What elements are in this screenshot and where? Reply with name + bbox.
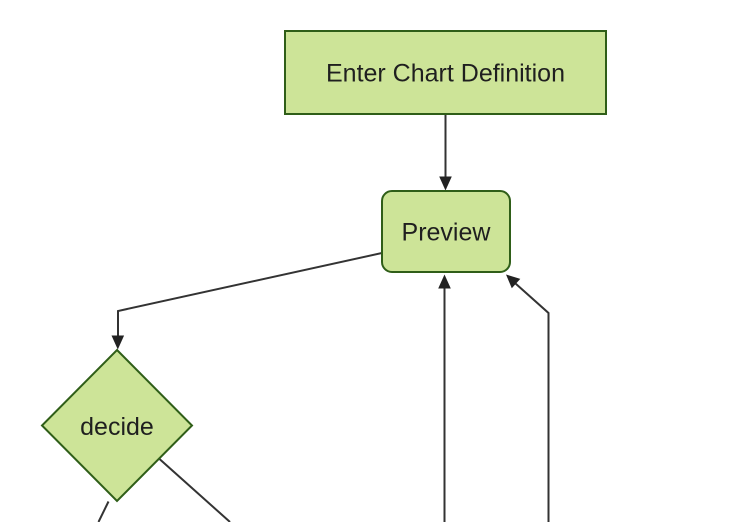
edge-offscreen-to-preview-center	[438, 274, 451, 522]
edge-line	[117, 252, 383, 337]
node-preview: Preview	[381, 190, 511, 273]
node-label: decide	[80, 413, 154, 441]
diamond-shape	[40, 348, 194, 503]
arrowhead-up-left-icon	[506, 274, 521, 289]
edge-line	[97, 501, 110, 522]
node-label: Enter Chart Definition	[326, 59, 565, 87]
node-label: Preview	[402, 218, 492, 246]
edge-line	[514, 282, 550, 522]
arrowhead-down-icon	[111, 335, 125, 350]
arrowhead-up-icon	[438, 274, 451, 289]
node-enter-chart-definition: Enter Chart Definition	[284, 30, 607, 115]
rounded-rectangle-shape	[381, 190, 511, 273]
edge-decide-offscreen-left	[97, 501, 110, 522]
node-decide: decide	[40, 348, 194, 503]
rectangle-shape	[284, 30, 607, 115]
edge-offscreen-to-preview-corner	[506, 274, 550, 522]
edge-definition-to-preview	[439, 114, 452, 191]
edge-line	[158, 458, 231, 522]
edge-decide-offscreen-right	[158, 458, 231, 522]
edge-preview-to-decide	[111, 252, 383, 350]
arrowhead-down-icon	[439, 176, 452, 191]
